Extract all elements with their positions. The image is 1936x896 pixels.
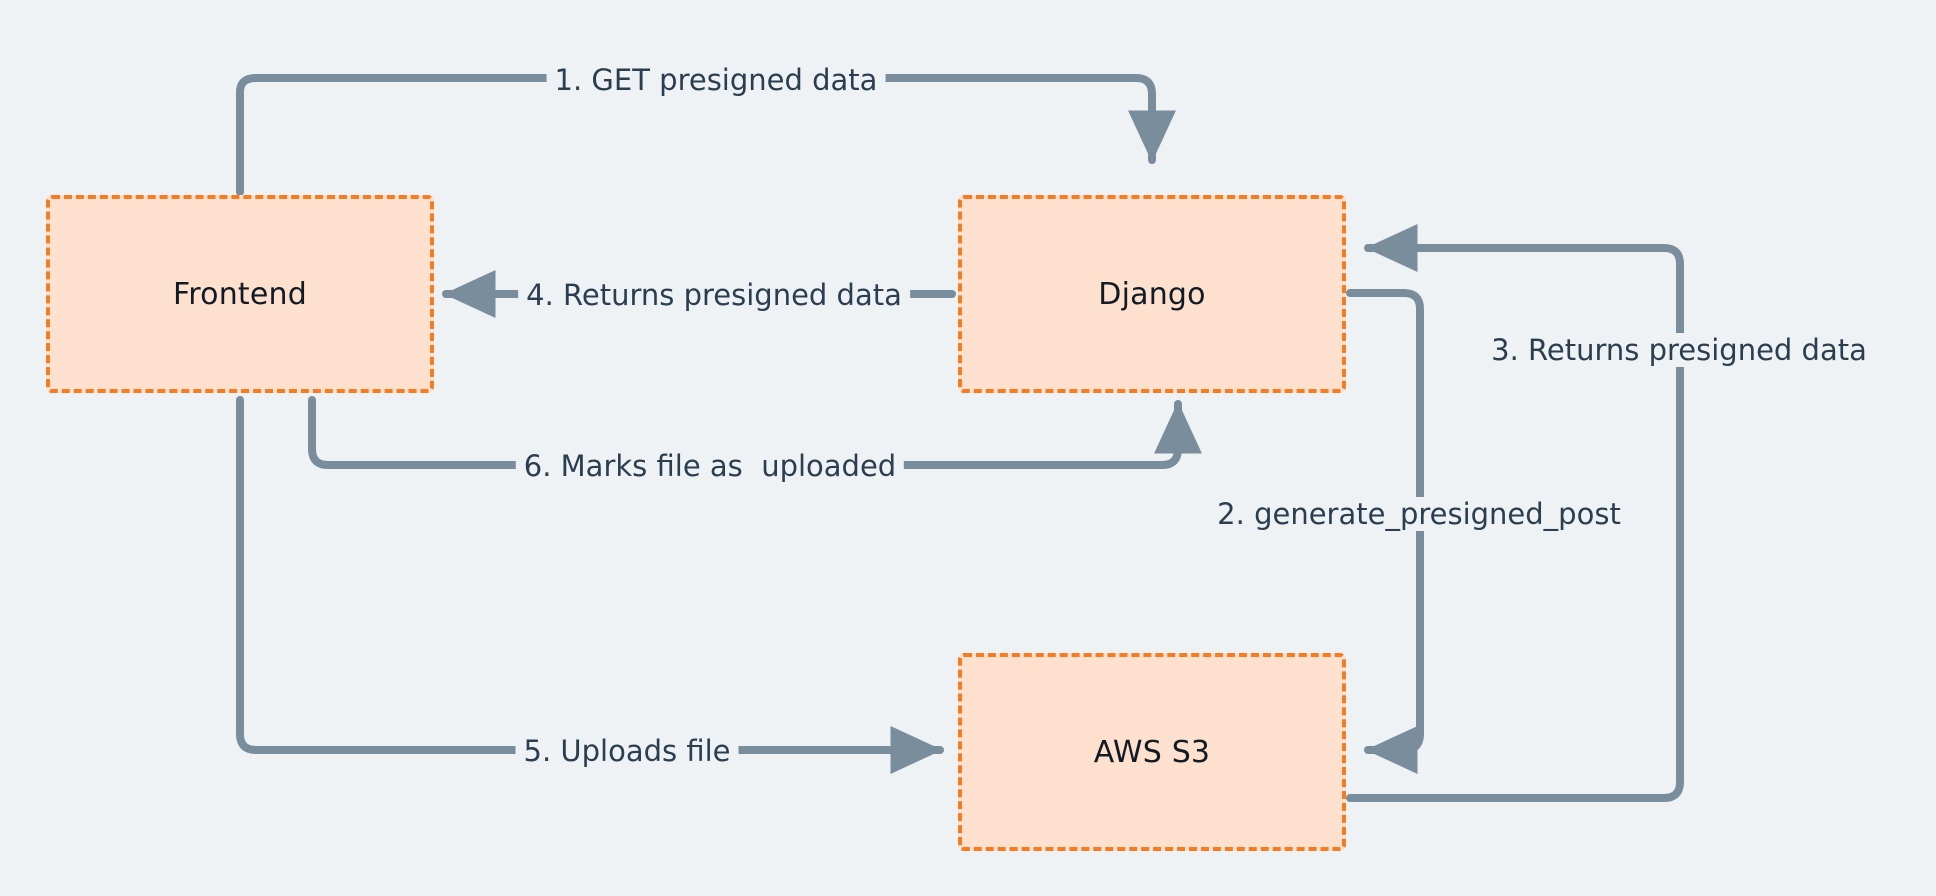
- node-frontend-label: Frontend: [173, 276, 307, 312]
- edge-label-6: 6. Marks file as uploaded: [515, 449, 905, 483]
- edge-label-1: 1. GET presigned data: [546, 63, 886, 97]
- node-aws-s3[interactable]: AWS S3: [958, 653, 1346, 851]
- connector-5-uploads-file: [236, 396, 944, 774]
- edge-label-3: 3. Returns presigned data: [1483, 333, 1875, 367]
- node-frontend[interactable]: Frontend: [46, 195, 434, 393]
- edge-label-4: 4. Returns presigned data: [518, 278, 910, 312]
- edge-label-5: 5. Uploads file: [515, 734, 739, 768]
- edge-label-2: 2. generate_presigned_post: [1209, 497, 1629, 531]
- node-aws-s3-label: AWS S3: [1093, 734, 1211, 770]
- connector-3-returns-presigned-data: [1346, 224, 1684, 802]
- node-django-label: Django: [1098, 276, 1206, 312]
- node-django[interactable]: Django: [958, 195, 1346, 393]
